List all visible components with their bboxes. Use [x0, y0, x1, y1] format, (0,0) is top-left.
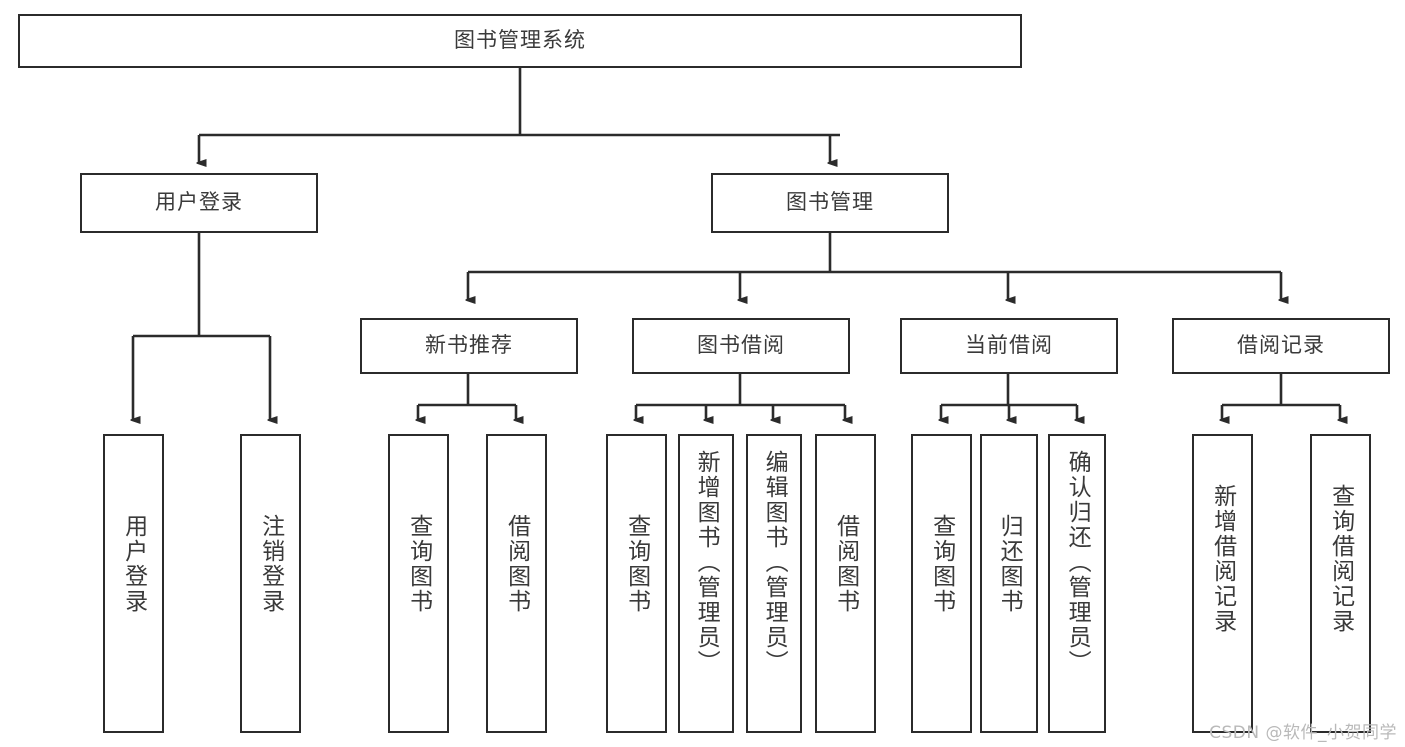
node-new-book-rec-label: 新书推荐 [425, 333, 513, 358]
node-leaf-return-book[interactable]: 归还图书 [980, 434, 1038, 733]
node-leaf-edit-book-label: 编辑图书（管理员） [761, 450, 788, 675]
node-leaf-edit-book[interactable]: 编辑图书（管理员） [746, 434, 802, 733]
node-leaf-query-book-2-label: 查询图书 [623, 514, 650, 614]
node-leaf-borrow-book-1[interactable]: 借阅图书 [486, 434, 547, 733]
node-book-manage[interactable]: 图书管理 [711, 173, 949, 233]
node-book-manage-label: 图书管理 [786, 190, 874, 215]
node-leaf-borrow-book-1-label: 借阅图书 [503, 514, 530, 614]
node-user-login-label: 用户登录 [155, 190, 243, 215]
node-leaf-add-record-label: 新增借阅记录 [1209, 484, 1236, 634]
node-leaf-query-book-3-label: 查询图书 [928, 514, 955, 614]
node-leaf-logout-label: 注销登录 [257, 514, 284, 614]
node-leaf-user-login[interactable]: 用户登录 [103, 434, 164, 733]
node-root-label: 图书管理系统 [454, 28, 586, 53]
watermark-text: CSDN @软件_小贺同学 [1209, 723, 1397, 743]
node-leaf-query-record[interactable]: 查询借阅记录 [1310, 434, 1371, 733]
node-leaf-logout[interactable]: 注销登录 [240, 434, 301, 733]
node-leaf-query-book-3[interactable]: 查询图书 [911, 434, 972, 733]
node-user-login[interactable]: 用户登录 [80, 173, 318, 233]
node-leaf-borrow-book-2-label: 借阅图书 [832, 514, 859, 614]
node-leaf-user-login-label: 用户登录 [120, 514, 147, 614]
node-leaf-confirm-return-label: 确认归还（管理员） [1064, 450, 1091, 675]
node-book-borrow-label: 图书借阅 [697, 333, 785, 358]
node-borrow-record-label: 借阅记录 [1237, 333, 1325, 358]
node-leaf-borrow-book-2[interactable]: 借阅图书 [815, 434, 876, 733]
node-new-book-rec[interactable]: 新书推荐 [360, 318, 578, 374]
node-leaf-query-book-1-label: 查询图书 [405, 514, 432, 614]
node-leaf-query-record-label: 查询借阅记录 [1327, 484, 1354, 634]
node-book-borrow[interactable]: 图书借阅 [632, 318, 850, 374]
node-root[interactable]: 图书管理系统 [18, 14, 1022, 68]
node-leaf-add-record[interactable]: 新增借阅记录 [1192, 434, 1253, 733]
node-current-borrow[interactable]: 当前借阅 [900, 318, 1118, 374]
node-leaf-add-book[interactable]: 新增图书（管理员） [678, 434, 734, 733]
node-borrow-record[interactable]: 借阅记录 [1172, 318, 1390, 374]
node-leaf-add-book-label: 新增图书（管理员） [693, 450, 720, 675]
node-current-borrow-label: 当前借阅 [965, 333, 1053, 358]
node-leaf-query-book-1[interactable]: 查询图书 [388, 434, 449, 733]
node-leaf-confirm-return[interactable]: 确认归还（管理员） [1048, 434, 1106, 733]
node-leaf-return-book-label: 归还图书 [996, 514, 1023, 614]
node-leaf-query-book-2[interactable]: 查询图书 [606, 434, 667, 733]
